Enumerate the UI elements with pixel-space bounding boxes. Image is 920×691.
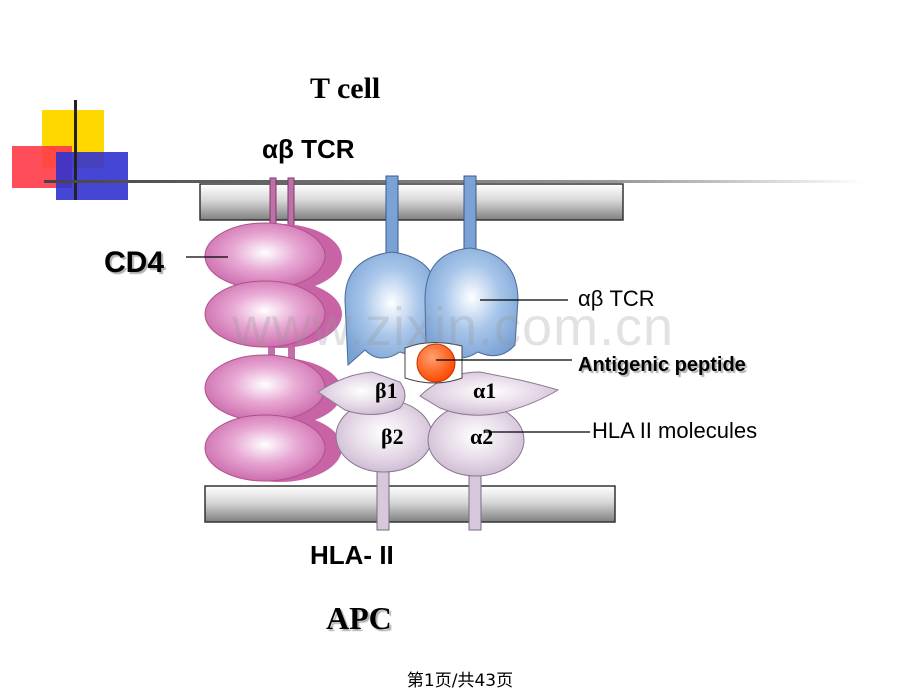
watermark: www.zixin.com.cn xyxy=(232,297,675,357)
hla-ii-molecules-label: HLA II molecules xyxy=(592,418,758,443)
cd4-molecule xyxy=(204,222,342,482)
cd4-label: CD4 xyxy=(104,246,165,279)
corner-decoration xyxy=(12,100,864,200)
t-cell-label: T cell xyxy=(310,72,381,105)
hla-ii-label: HLA- II xyxy=(310,540,394,570)
apc-label: APC xyxy=(326,600,392,636)
beta2-label: β2 xyxy=(381,424,404,449)
apc-membrane xyxy=(204,485,616,523)
ab-tcr-side-label: αβ TCR xyxy=(578,286,655,311)
hla-ii-molecule xyxy=(317,371,560,477)
antigenic-peptide-shape xyxy=(416,343,456,383)
alpha2-label: α2 xyxy=(470,424,494,449)
alpha1-label: α1 xyxy=(473,378,497,403)
ab-tcr-top-label: αβ TCR xyxy=(262,134,355,164)
antigenic-peptide-label: Antigenic peptide xyxy=(578,354,746,376)
page-footer: 第1页/共43页 xyxy=(406,671,514,691)
tcr-molecule xyxy=(344,247,519,367)
beta1-label: β1 xyxy=(375,378,398,403)
t-cell-membrane xyxy=(199,183,624,221)
